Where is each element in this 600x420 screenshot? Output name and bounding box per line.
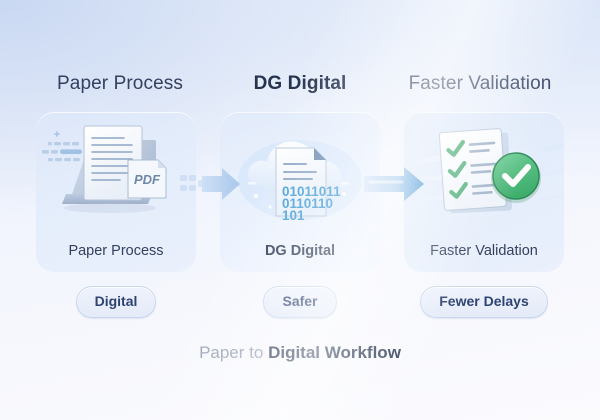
benefit-pill-safer[interactable]: Safer xyxy=(263,286,337,318)
arrow-step1-to-step2-icon xyxy=(180,168,240,200)
arrow-step2-to-step3-icon xyxy=(364,167,424,201)
step-card-paper-process[interactable]: PDF Paper Process xyxy=(36,112,196,272)
checklist-sheet xyxy=(438,128,507,211)
step-headings-row: Paper Process DG Digital Faster Validati… xyxy=(0,72,600,96)
caption-strong-text: Digital Workflow xyxy=(268,343,401,362)
card-label-dg-digital: DG Digital xyxy=(264,243,336,259)
caption-soft-text: Paper to xyxy=(199,343,269,362)
paper-stack-pdf-icon: PDF xyxy=(42,125,167,213)
digital-document: 01011011 0110110 101 xyxy=(275,147,341,223)
pill-wrap-fewer-delays: Fewer Delays xyxy=(404,286,564,318)
pill-wrap-safer: Safer xyxy=(220,286,380,318)
benefit-pill-digital[interactable]: Digital xyxy=(75,286,157,318)
step-heading-paper-process: Paper Process xyxy=(57,73,183,94)
card-label-paper-process: Paper Process xyxy=(68,243,164,259)
step-card-faster-validation[interactable]: Faster Validation xyxy=(404,112,564,272)
step-card-dg-digital[interactable]: 01011011 0110110 101 DG Digital xyxy=(220,112,380,272)
pill-wrap-digital: Digital xyxy=(36,286,196,318)
binary-line-3: 101 xyxy=(282,208,305,223)
pdf-badge: PDF xyxy=(127,159,167,199)
footer-caption: Paper to Digital Workflow xyxy=(0,341,600,365)
step-cards-row: PDF Paper Process xyxy=(0,112,600,272)
card-label-faster-validation: Faster Validation xyxy=(430,243,538,259)
cloud-digital-document-icon: 01011011 0110110 101 xyxy=(238,140,362,223)
checklist-approved-icon xyxy=(404,128,564,214)
step-heading-faster-validation: Faster Validation xyxy=(408,73,552,94)
step-heading-dg-digital: DG Digital xyxy=(253,73,347,94)
sparkles xyxy=(248,182,349,209)
benefit-pills-row: Digital Safer Fewer Delays xyxy=(0,286,600,318)
approved-check-badge xyxy=(491,152,541,203)
pdf-label: PDF xyxy=(134,172,161,187)
binary-line-2: 0110110 xyxy=(282,196,333,211)
check-marks xyxy=(446,140,468,199)
decor-dashes xyxy=(42,142,82,162)
benefit-pill-fewer-delays[interactable]: Fewer Delays xyxy=(420,286,548,318)
binary-line-1: 01011011 xyxy=(282,184,341,199)
